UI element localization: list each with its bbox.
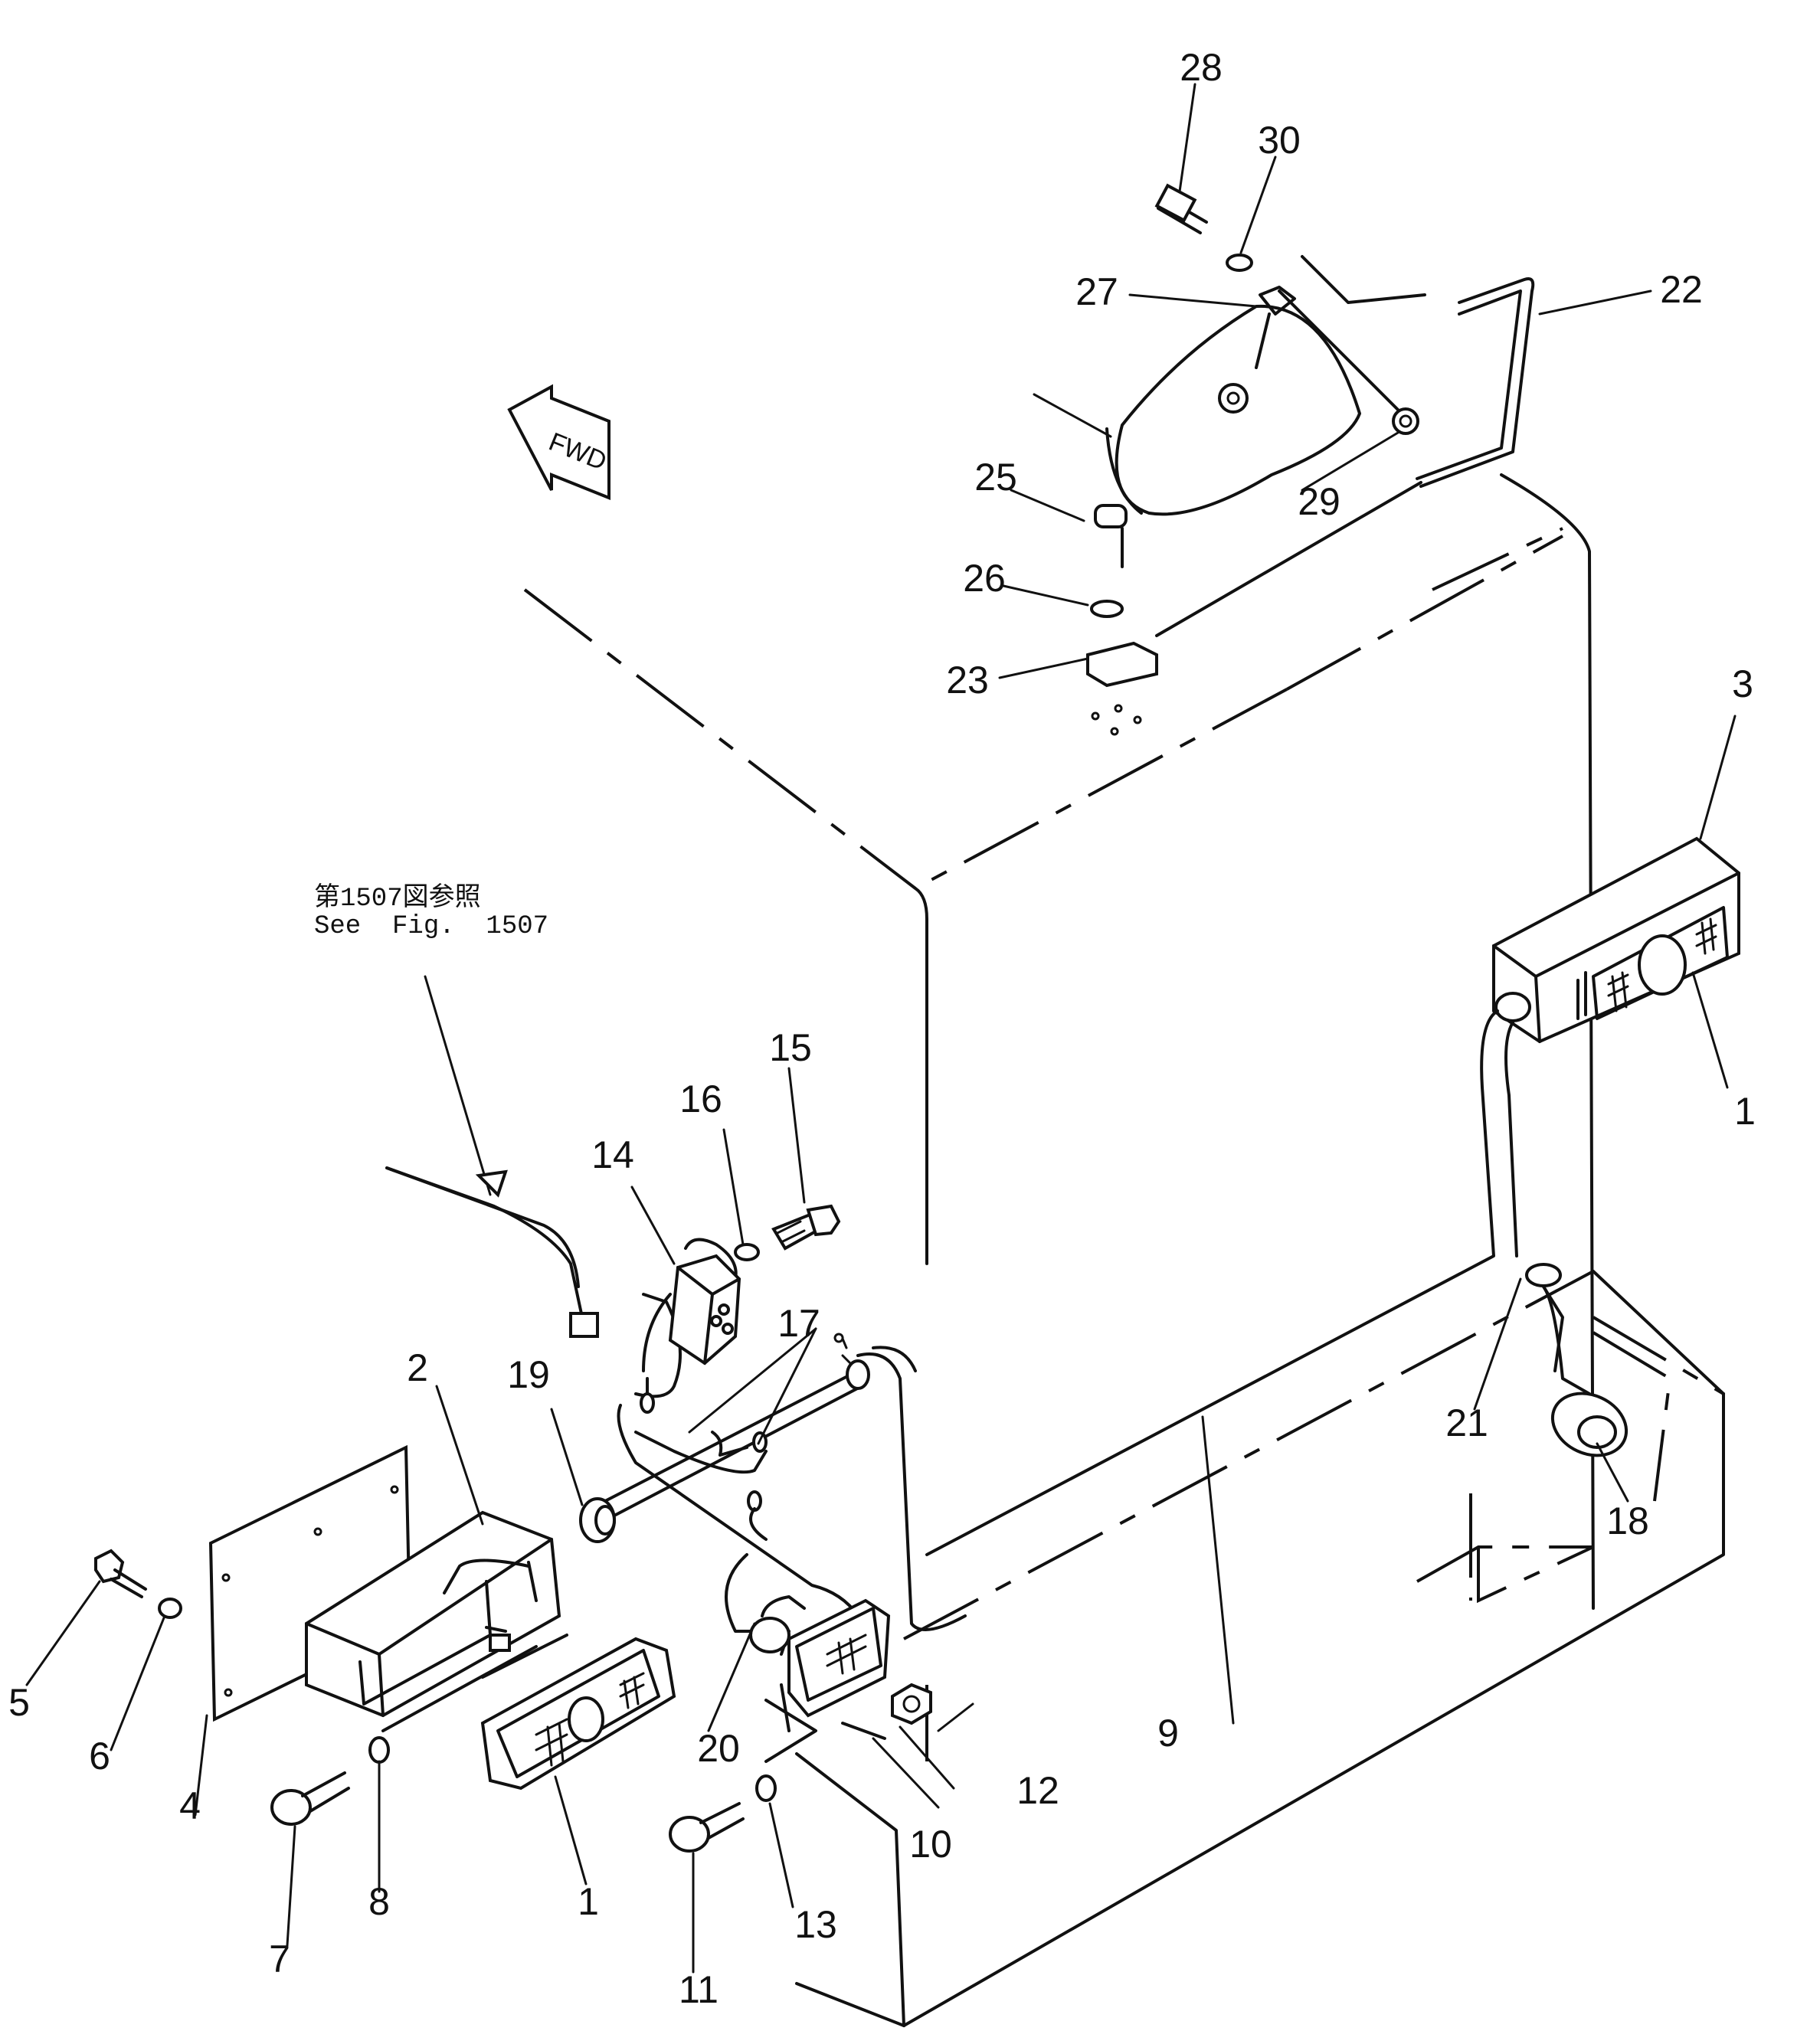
callout-15: 15	[769, 1026, 812, 1069]
callout-14: 14	[591, 1133, 634, 1176]
nut-12	[891, 1683, 932, 1725]
cab-body-outline	[523, 473, 1725, 2027]
relay-assembly	[642, 1204, 841, 1372]
callout-19: 19	[507, 1353, 550, 1396]
callout-26: 27	[1075, 270, 1118, 313]
callout-1-left: 1	[578, 1880, 599, 1923]
rear-lamp-assembly	[925, 836, 1740, 1556]
callout-28: 29	[1298, 480, 1340, 523]
callout-8: 8	[368, 1880, 390, 1923]
callout-4: 4	[179, 1784, 201, 1827]
fwd-direction-arrow: FWD	[507, 384, 610, 500]
callout-12: 12	[1016, 1769, 1059, 1812]
callout-9: 9	[1157, 1712, 1179, 1755]
callout-23: 23	[946, 659, 989, 702]
callout-18: 18	[1606, 1500, 1649, 1542]
callout-29: 30	[1258, 119, 1301, 162]
callout-20: 20	[697, 1727, 740, 1770]
callout-1-right: 1	[1734, 1090, 1756, 1133]
fasteners	[94, 1549, 777, 1853]
callout-7: 7	[269, 1938, 290, 1980]
leader-lines	[25, 83, 1737, 1974]
work-lamp	[764, 1598, 891, 1763]
reference-note-en: See Fig. 1507	[314, 912, 548, 941]
left-lamp-assembly	[208, 1444, 676, 1791]
main-harness	[385, 1166, 967, 1656]
callout-27: 28	[1180, 46, 1223, 89]
callout-13: 13	[794, 1903, 837, 1946]
callout-3: 3	[1732, 662, 1753, 705]
reference-wire	[385, 1166, 580, 1288]
callout-17: 17	[777, 1302, 820, 1345]
callout-11: 11	[679, 1968, 719, 2011]
reference-note-jp: 第1507図参照	[314, 882, 481, 914]
reference-note: 第1507図参照 See Fig. 1507	[314, 882, 548, 941]
callout-2: 2	[407, 1346, 428, 1389]
callout-5: 5	[8, 1681, 30, 1724]
callout-24: 25	[974, 456, 1017, 499]
callout-22: 22	[1660, 268, 1703, 311]
callout-21: 21	[1445, 1401, 1488, 1444]
top-cable-assembly	[1086, 183, 1535, 736]
callout-6: 6	[89, 1735, 110, 1778]
grommets	[579, 1497, 806, 1653]
callout-10: 10	[909, 1823, 952, 1866]
callout-25: 26	[963, 557, 1006, 600]
callout-labels: 28 30 27 22 29 25 26 23 3 1 15 16 14 17 …	[8, 46, 1756, 2011]
callout-16: 16	[679, 1078, 722, 1120]
